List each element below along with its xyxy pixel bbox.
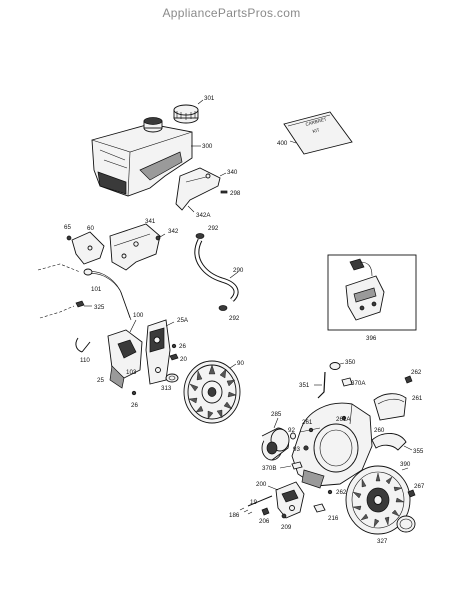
flywheel bbox=[183, 360, 241, 424]
bushing bbox=[261, 427, 290, 461]
carburetor-kit-card: CARBRET KIT bbox=[283, 111, 353, 155]
label-342: 342 bbox=[168, 228, 179, 235]
label-400: 400 bbox=[277, 140, 288, 147]
label-342A: 342A bbox=[196, 212, 211, 219]
label-60: 60 bbox=[87, 225, 94, 232]
label-350: 350 bbox=[345, 359, 356, 366]
label-370A: 370A bbox=[351, 380, 366, 387]
label-300: 300 bbox=[202, 143, 213, 150]
label-396: 396 bbox=[366, 335, 377, 342]
inset-box bbox=[327, 254, 417, 331]
fuel-line bbox=[194, 238, 239, 302]
label-298: 298 bbox=[230, 190, 241, 197]
label-100: 100 bbox=[133, 312, 144, 319]
fuel-cap bbox=[173, 104, 199, 124]
tank-bracket bbox=[175, 167, 221, 211]
label-186: 186 bbox=[229, 512, 240, 519]
ignition-module bbox=[107, 329, 143, 389]
label-390: 390 bbox=[400, 461, 411, 468]
label-26-left: 26 bbox=[131, 402, 138, 409]
label-355: 355 bbox=[413, 448, 424, 455]
label-20: 20 bbox=[180, 356, 187, 363]
label-65: 65 bbox=[64, 224, 71, 231]
screen-327 bbox=[396, 515, 416, 533]
label-340: 340 bbox=[227, 169, 238, 176]
label-351: 351 bbox=[299, 382, 310, 389]
label-19: 19 bbox=[250, 499, 257, 506]
label-25A: 25A bbox=[177, 317, 189, 324]
label-93: 93 bbox=[293, 446, 300, 453]
label-285: 285 bbox=[271, 411, 282, 418]
label-262-top: 262 bbox=[411, 369, 422, 376]
label-92: 92 bbox=[288, 427, 295, 434]
label-341: 341 bbox=[145, 218, 156, 225]
label-216: 216 bbox=[328, 515, 339, 522]
label-90: 90 bbox=[237, 360, 244, 367]
air-vane bbox=[145, 319, 171, 385]
label-267: 267 bbox=[414, 483, 425, 490]
label-313: 313 bbox=[161, 385, 172, 392]
label-292-top: 292 bbox=[208, 225, 219, 232]
watermark: AppliancePartsPros.com bbox=[162, 6, 301, 20]
label-110: 110 bbox=[80, 357, 90, 364]
label-26-right: 26 bbox=[179, 343, 186, 350]
label-209: 209 bbox=[281, 524, 292, 531]
cover-261 bbox=[373, 393, 407, 421]
label-103: 103 bbox=[126, 369, 137, 376]
fuel-tank bbox=[91, 117, 193, 197]
label-261-left: 261 bbox=[302, 419, 313, 426]
label-25: 25 bbox=[97, 377, 104, 384]
decal-line1: CARBRET bbox=[305, 117, 327, 127]
label-325: 325 bbox=[94, 304, 105, 311]
starter-cup bbox=[345, 465, 411, 535]
label-261A: 261A bbox=[336, 416, 351, 423]
brake-assembly bbox=[275, 481, 305, 519]
decal-line2: KIT bbox=[312, 127, 320, 134]
label-290: 290 bbox=[233, 267, 244, 274]
blower-housing bbox=[291, 402, 373, 489]
label-292-bottom: 292 bbox=[229, 315, 240, 322]
label-101: 101 bbox=[91, 286, 102, 293]
label-370B: 370B bbox=[262, 465, 276, 472]
label-200: 200 bbox=[256, 481, 267, 488]
label-261-right: 261 bbox=[412, 395, 423, 402]
control-bracket bbox=[109, 223, 161, 271]
bracket-60 bbox=[71, 231, 105, 265]
label-301: 301 bbox=[204, 95, 215, 102]
label-260: 260 bbox=[374, 427, 385, 434]
label-206: 206 bbox=[259, 518, 270, 525]
label-327: 327 bbox=[377, 538, 388, 545]
label-262-bottom: 262 bbox=[336, 489, 347, 496]
